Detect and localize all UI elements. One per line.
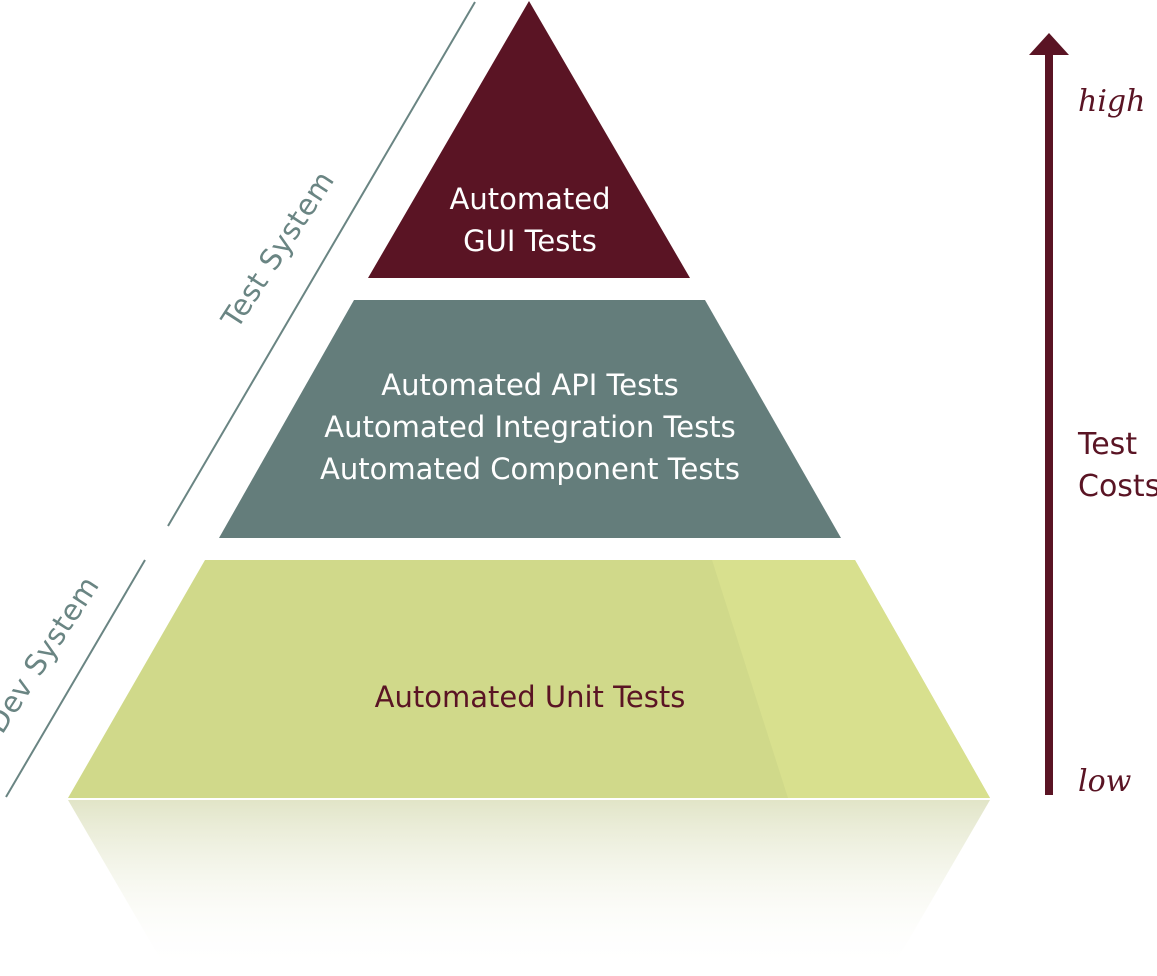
cost-axis-title-line: Costs xyxy=(1078,469,1157,504)
gui-tests-line: GUI Tests xyxy=(463,224,597,258)
cost-axis-title: Test Costs xyxy=(1078,424,1157,508)
cost-axis-title-line: Test xyxy=(1078,427,1138,462)
cost-low-label: low xyxy=(1078,764,1132,799)
unit-tests-tier-highlight xyxy=(712,560,990,798)
cost-high-label: high xyxy=(1078,84,1146,119)
dev-system-divider xyxy=(5,559,146,798)
api-tests-line: Automated API Tests xyxy=(381,368,679,402)
gui-tests-tier xyxy=(368,1,690,278)
component-tests-line: Automated Component Tests xyxy=(320,452,740,486)
gui-tests-label: Automated GUI Tests xyxy=(0,178,1060,262)
integration-tests-tier xyxy=(219,300,841,538)
arrow-up-icon xyxy=(1029,33,1069,55)
test-system-divider xyxy=(167,1,476,527)
middle-tier-label: Automated API Tests Automated Integratio… xyxy=(0,364,1060,490)
unit-tests-label: Automated Unit Tests xyxy=(0,676,1060,718)
pyramid-reflection xyxy=(68,800,990,972)
unit-tests-line: Automated Unit Tests xyxy=(374,680,686,714)
gui-tests-line: Automated xyxy=(449,182,611,216)
integration-tests-line: Automated Integration Tests xyxy=(324,410,736,444)
